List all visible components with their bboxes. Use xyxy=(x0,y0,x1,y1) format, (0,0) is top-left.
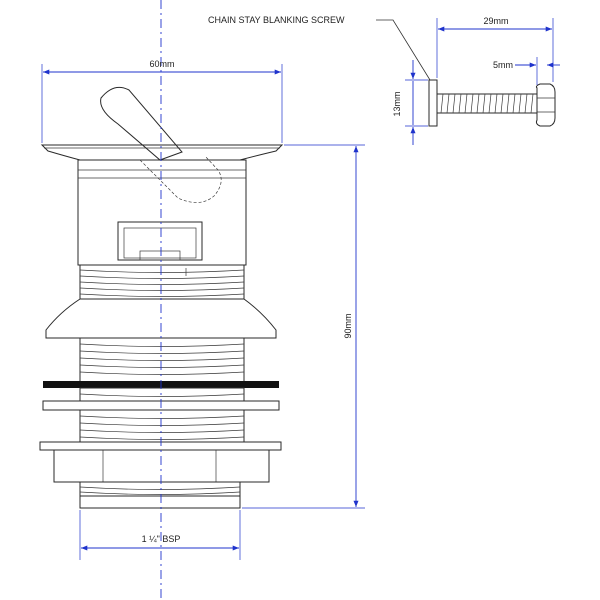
callout-leader xyxy=(376,19,431,81)
back-nut xyxy=(39,441,282,451)
flange-width-label: 60mm xyxy=(149,59,174,69)
top-flange xyxy=(40,144,284,161)
screw-length-label: 29mm xyxy=(483,16,508,26)
blanking-screw-detail: CHAIN STAY BLANKING SCREW 29mm 5mm xyxy=(208,15,560,145)
screw-plate-dimension: 13mm xyxy=(392,60,428,145)
plug-lever-hidden xyxy=(139,155,222,203)
screw-plate xyxy=(428,79,438,127)
screw-length-dimension: 29mm xyxy=(436,16,554,82)
plug-lever xyxy=(100,86,183,161)
lower-thread xyxy=(79,337,245,383)
screw-head-dimension: 5mm xyxy=(493,57,560,85)
back-nut-flange xyxy=(45,298,277,339)
bottom-thread xyxy=(79,409,245,443)
screw-shank xyxy=(436,93,538,114)
thread-size-dimension: 1 ¼" BSP xyxy=(79,510,241,560)
total-height-dimension: 90mm xyxy=(242,144,365,509)
screw-plate-label: 13mm xyxy=(392,91,402,116)
upper-thread xyxy=(79,264,245,300)
tail-spigot xyxy=(79,495,241,509)
upper-body xyxy=(77,159,247,266)
thread-size-label: 1 ¼" BSP xyxy=(142,534,181,544)
total-height-label: 90mm xyxy=(343,313,353,338)
callout-label: CHAIN STAY BLANKING SCREW xyxy=(208,15,345,25)
screw-head-label: 5mm xyxy=(493,60,513,70)
screw-hex-head xyxy=(535,83,556,127)
flange-width-dimension: 60mm xyxy=(41,59,283,143)
body-slot xyxy=(117,221,203,261)
tail-thread xyxy=(79,481,241,497)
back-nut-body xyxy=(53,449,270,483)
